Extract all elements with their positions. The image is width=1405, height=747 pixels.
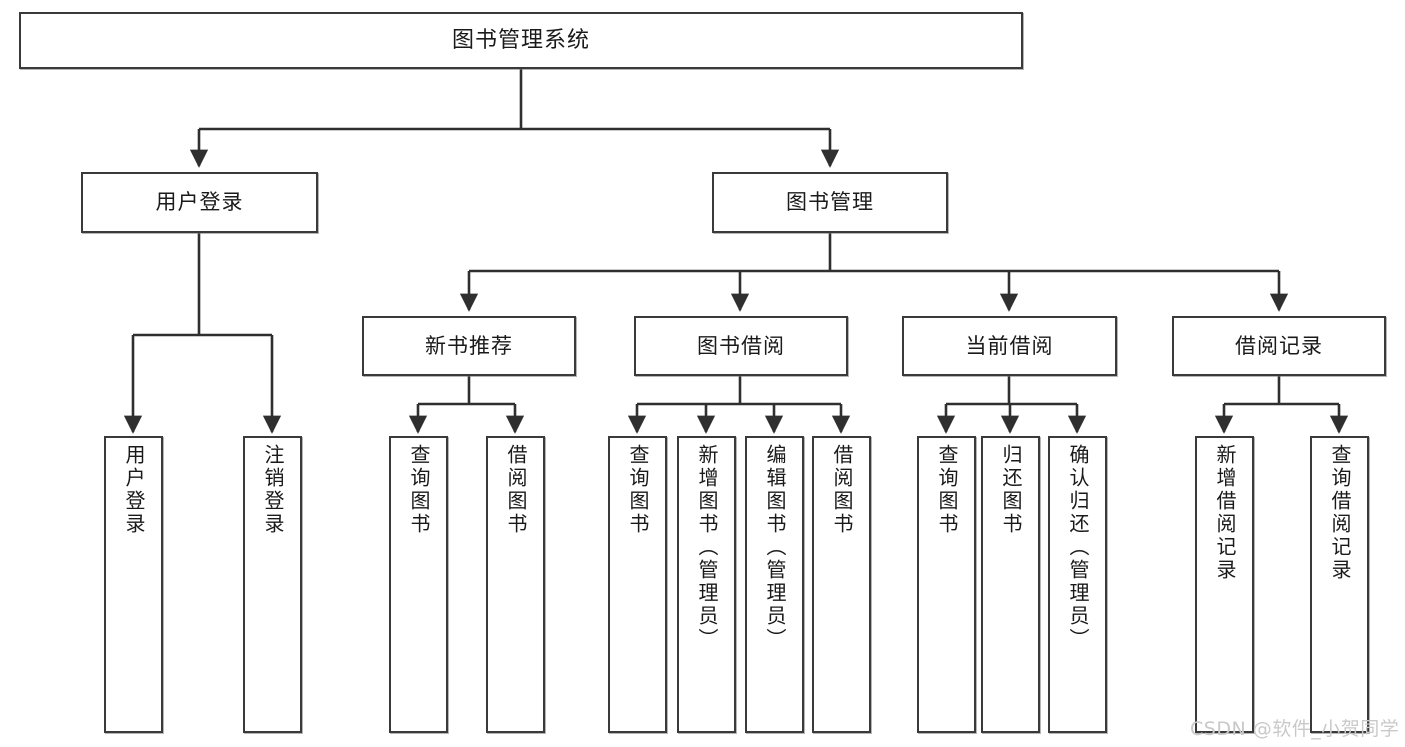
node-leaf-borrow-book-1-label: 借阅图书 <box>504 444 528 536</box>
node-book-borrow-label: 图书借阅 <box>697 333 785 358</box>
node-leaf-return-book[interactable]: 归还图书 <box>981 436 1040 733</box>
node-leaf-query-book-3[interactable]: 查询图书 <box>917 436 976 733</box>
node-leaf-edit-book-label: 编辑图书（管理员） <box>763 444 787 651</box>
node-borrow-record[interactable]: 借阅记录 <box>1172 316 1386 376</box>
node-user-login-label: 用户登录 <box>155 190 244 215</box>
node-leaf-query-book-1-label: 查询图书 <box>407 444 431 536</box>
node-leaf-borrow-book-1[interactable]: 借阅图书 <box>486 436 545 733</box>
node-leaf-return-book-label: 归还图书 <box>999 444 1023 536</box>
node-leaf-edit-book[interactable]: 编辑图书（管理员） <box>745 436 804 733</box>
node-root[interactable]: 图书管理系统 <box>19 12 1023 69</box>
node-leaf-add-book-label: 新增图书（管理员） <box>695 444 719 651</box>
node-user-login[interactable]: 用户登录 <box>81 172 318 233</box>
node-leaf-logout-label: 注销登录 <box>261 444 285 536</box>
node-leaf-query-book-2[interactable]: 查询图书 <box>608 436 667 733</box>
node-leaf-query-book-1[interactable]: 查询图书 <box>389 436 448 733</box>
node-leaf-query-book-2-label: 查询图书 <box>626 444 650 536</box>
node-new-book-rec[interactable]: 新书推荐 <box>362 316 576 376</box>
node-book-manage-label: 图书管理 <box>786 190 874 215</box>
node-leaf-confirm-return[interactable]: 确认归还（管理员） <box>1048 436 1107 733</box>
node-leaf-borrow-book-2-label: 借阅图书 <box>830 444 854 536</box>
node-book-manage[interactable]: 图书管理 <box>712 172 948 233</box>
node-leaf-confirm-return-label: 确认归还（管理员） <box>1066 444 1090 651</box>
node-leaf-logout[interactable]: 注销登录 <box>243 436 302 733</box>
node-leaf-borrow-book-2[interactable]: 借阅图书 <box>812 436 871 733</box>
node-leaf-user-login-label: 用户登录 <box>122 444 146 536</box>
node-leaf-query-book-3-label: 查询图书 <box>935 444 959 536</box>
node-leaf-query-record-label: 查询借阅记录 <box>1328 444 1352 582</box>
node-borrow-record-label: 借阅记录 <box>1235 333 1323 358</box>
node-current-borrow[interactable]: 当前借阅 <box>902 316 1117 376</box>
node-leaf-add-book[interactable]: 新增图书（管理员） <box>677 436 736 733</box>
watermark: CSDN @软件_小贺同学 <box>1190 718 1400 740</box>
node-leaf-user-login[interactable]: 用户登录 <box>104 436 163 733</box>
node-leaf-add-record[interactable]: 新增借阅记录 <box>1195 436 1254 733</box>
node-leaf-query-record[interactable]: 查询借阅记录 <box>1310 436 1369 733</box>
node-current-borrow-label: 当前借阅 <box>965 333 1054 358</box>
node-new-book-rec-label: 新书推荐 <box>425 333 513 358</box>
node-book-borrow[interactable]: 图书借阅 <box>634 316 848 376</box>
node-root-label: 图书管理系统 <box>451 27 590 53</box>
node-leaf-add-record-label: 新增借阅记录 <box>1213 444 1237 582</box>
